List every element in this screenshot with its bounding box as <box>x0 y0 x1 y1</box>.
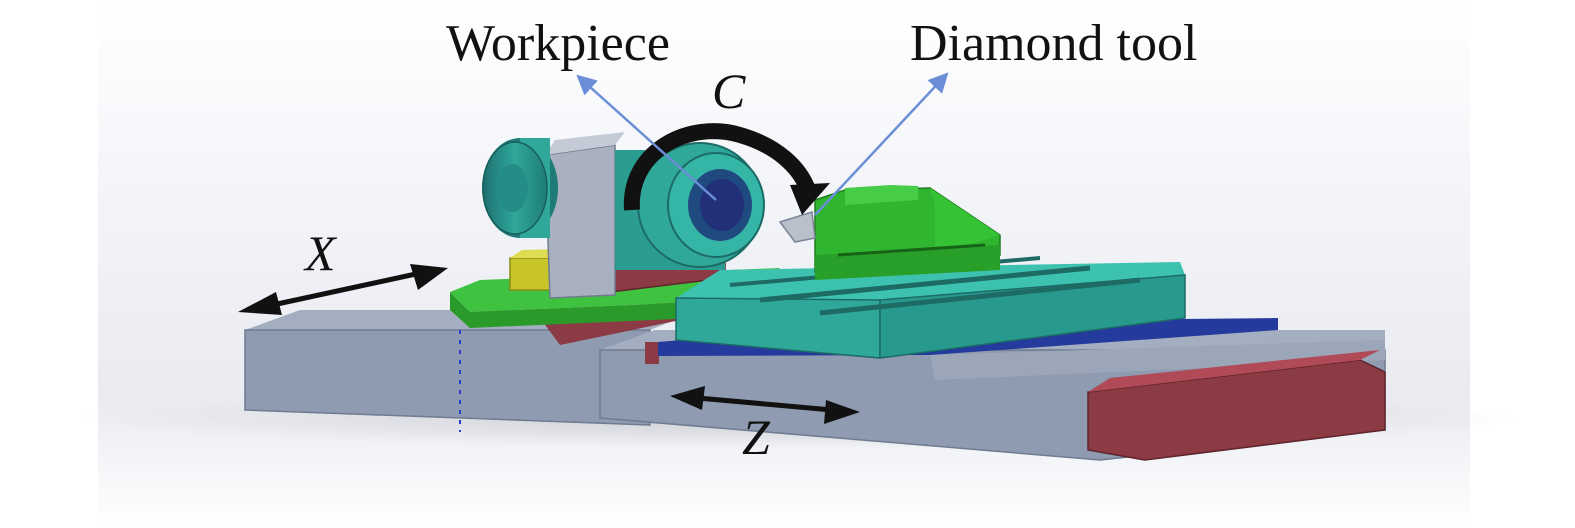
z-axis-arrow <box>670 386 860 424</box>
c-rotation-arrow <box>623 123 830 215</box>
workpiece-disk <box>700 179 744 231</box>
axis-c-label: C <box>712 63 746 119</box>
workpiece-label: Workpiece <box>446 15 670 72</box>
diamond-tool-pointer <box>814 72 949 216</box>
diamond-tool-label: Diamond tool <box>910 15 1198 72</box>
axis-x-label: X <box>305 225 336 281</box>
workpiece-pointer <box>576 74 717 201</box>
axis-z-label: Z <box>742 409 770 465</box>
z-table <box>675 256 1186 359</box>
diamond-tool-tip <box>778 211 816 243</box>
tool-post <box>778 185 1001 280</box>
render-background <box>98 0 1470 528</box>
spindle-assembly <box>482 132 765 299</box>
x-axis-arrow <box>238 264 448 315</box>
